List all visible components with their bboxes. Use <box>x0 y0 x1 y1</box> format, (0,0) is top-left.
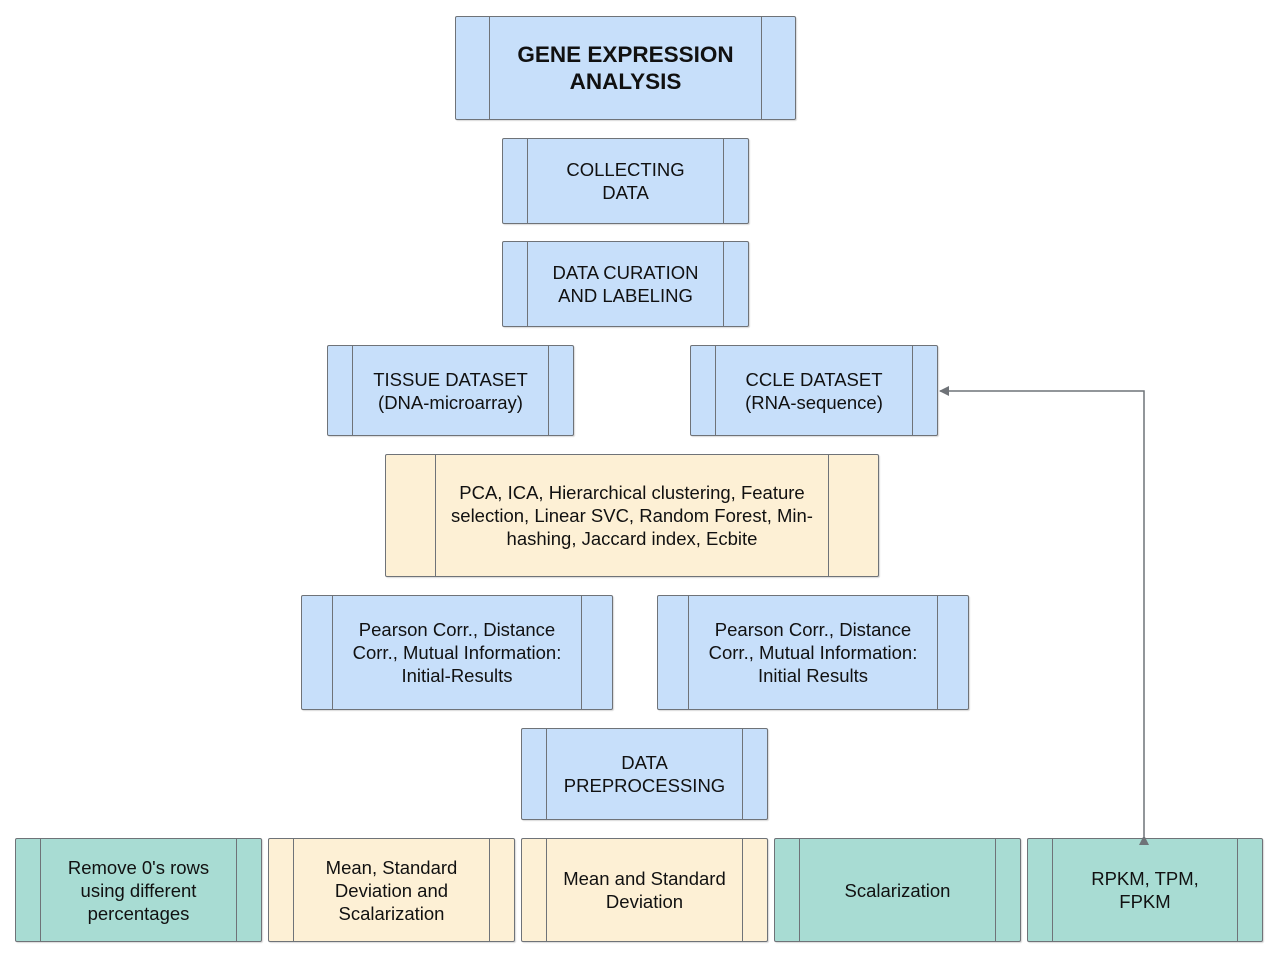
connector-rpkm-to-ccle <box>939 386 1149 845</box>
node-label: Pearson Corr., Distance Corr., Mutual In… <box>708 619 918 686</box>
node-collecting-data: COLLECTING DATA <box>502 138 749 224</box>
node-label: DATA PREPROCESSING <box>563 752 726 796</box>
node-mean-std-scalarization: Mean, Standard Deviation and Scalarizati… <box>268 838 515 942</box>
node-methods: PCA, ICA, Hierarchical clustering, Featu… <box>385 454 879 577</box>
node-data-curation: DATA CURATION AND LABELING <box>502 241 749 327</box>
node-label: Scalarization <box>844 879 951 901</box>
node-label: GENE EXPRESSION ANALYSIS <box>517 42 734 94</box>
node-rpkm-tpm-fpkm: RPKM, TPM, FPKM <box>1027 838 1263 942</box>
node-gene-expression-analysis: GENE EXPRESSION ANALYSIS <box>455 16 796 120</box>
node-label: Pearson Corr., Distance Corr., Mutual In… <box>352 619 562 686</box>
node-ccle-dataset: CCLE DATASET (RNA-sequence) <box>690 345 938 436</box>
node-remove-zeros: Remove 0's rows using different percenta… <box>15 838 262 942</box>
node-pearson-right: Pearson Corr., Distance Corr., Mutual In… <box>657 595 969 710</box>
node-tissue-dataset: TISSUE DATASET (DNA-microarray) <box>327 345 574 436</box>
node-label: DATA CURATION AND LABELING <box>552 262 699 306</box>
node-label: CCLE DATASET (RNA-sequence) <box>745 368 883 413</box>
node-mean-std: Mean and Standard Deviation <box>521 838 768 942</box>
node-pearson-left: Pearson Corr., Distance Corr., Mutual In… <box>301 595 613 710</box>
node-label: Remove 0's rows using different percenta… <box>67 856 210 924</box>
node-label: RPKM, TPM, FPKM <box>1091 868 1199 912</box>
node-label: COLLECTING DATA <box>566 159 685 203</box>
node-label: Mean, Standard Deviation and Scalarizati… <box>325 856 458 924</box>
node-scalarization: Scalarization <box>774 838 1021 942</box>
node-data-preprocessing: DATA PREPROCESSING <box>521 728 768 820</box>
node-label: PCA, ICA, Hierarchical clustering, Featu… <box>451 482 813 549</box>
node-label: TISSUE DATASET (DNA-microarray) <box>373 368 528 413</box>
node-label: Mean and Standard Deviation <box>563 868 726 912</box>
